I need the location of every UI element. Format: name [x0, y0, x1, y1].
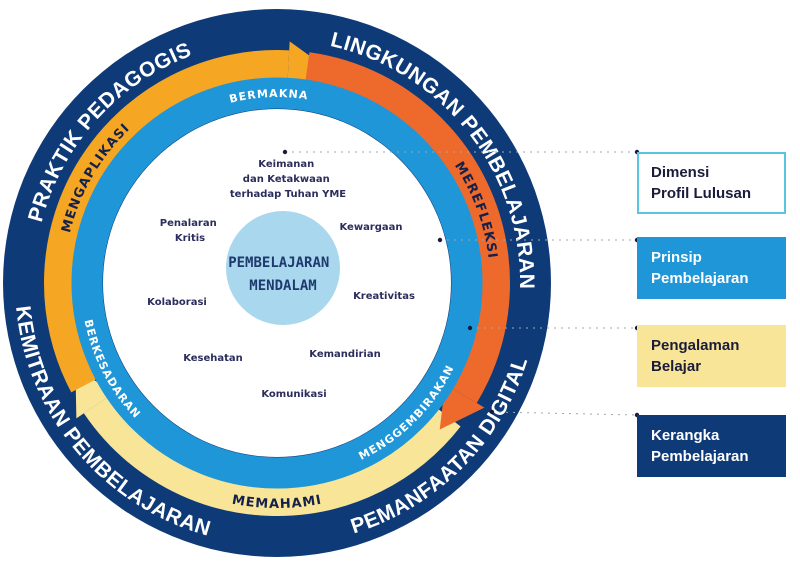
band-memahami — [83, 397, 461, 516]
connector-dot — [437, 237, 443, 243]
dimension-keimanan: Keimanan dan Ketakwaan terhadap Tuhan YM… — [230, 159, 346, 200]
dimension-kemandirian: Kemandirian — [309, 349, 380, 360]
dimension-kesehatan: Kesehatan — [183, 353, 243, 364]
band-merefleksi — [305, 52, 510, 403]
center-circle — [226, 211, 340, 325]
connector-dot — [282, 149, 288, 155]
dimension-kreativitas: Kreativitas — [353, 291, 415, 302]
dimension-kolaborasi: Kolaborasi — [147, 297, 207, 308]
connector-line — [491, 411, 638, 416]
legend-label: Kerangka — [651, 427, 720, 444]
center-label: PEMBELAJARAN MENDALAM — [228, 255, 338, 294]
dimension-komunikasi: Komunikasi — [261, 389, 326, 400]
principle-ring — [71, 77, 483, 489]
legend-label: Pembelajaran — [651, 270, 749, 287]
band-mengaplikasi — [44, 50, 290, 393]
legend-label: Prinsip — [651, 249, 702, 266]
legend-label: Profil Lulusan — [651, 185, 752, 202]
legend-label: Dimensi — [651, 164, 710, 181]
dimension-penalaran-kritis: Penalaran Kritis — [160, 218, 220, 244]
legend-label: Pengalaman — [651, 337, 740, 354]
experience-label-memahami: MEMAHAMI — [231, 493, 323, 512]
dimension-kewargaan: Kewargaan — [339, 222, 402, 233]
legend-connectors — [282, 149, 640, 418]
connector-dot — [467, 325, 473, 331]
legend-label: Pembelajaran — [651, 448, 749, 465]
band-merefleksi-arrowhead — [439, 383, 485, 430]
connector-dot — [489, 409, 495, 415]
legend-label: Belajar — [651, 358, 702, 375]
